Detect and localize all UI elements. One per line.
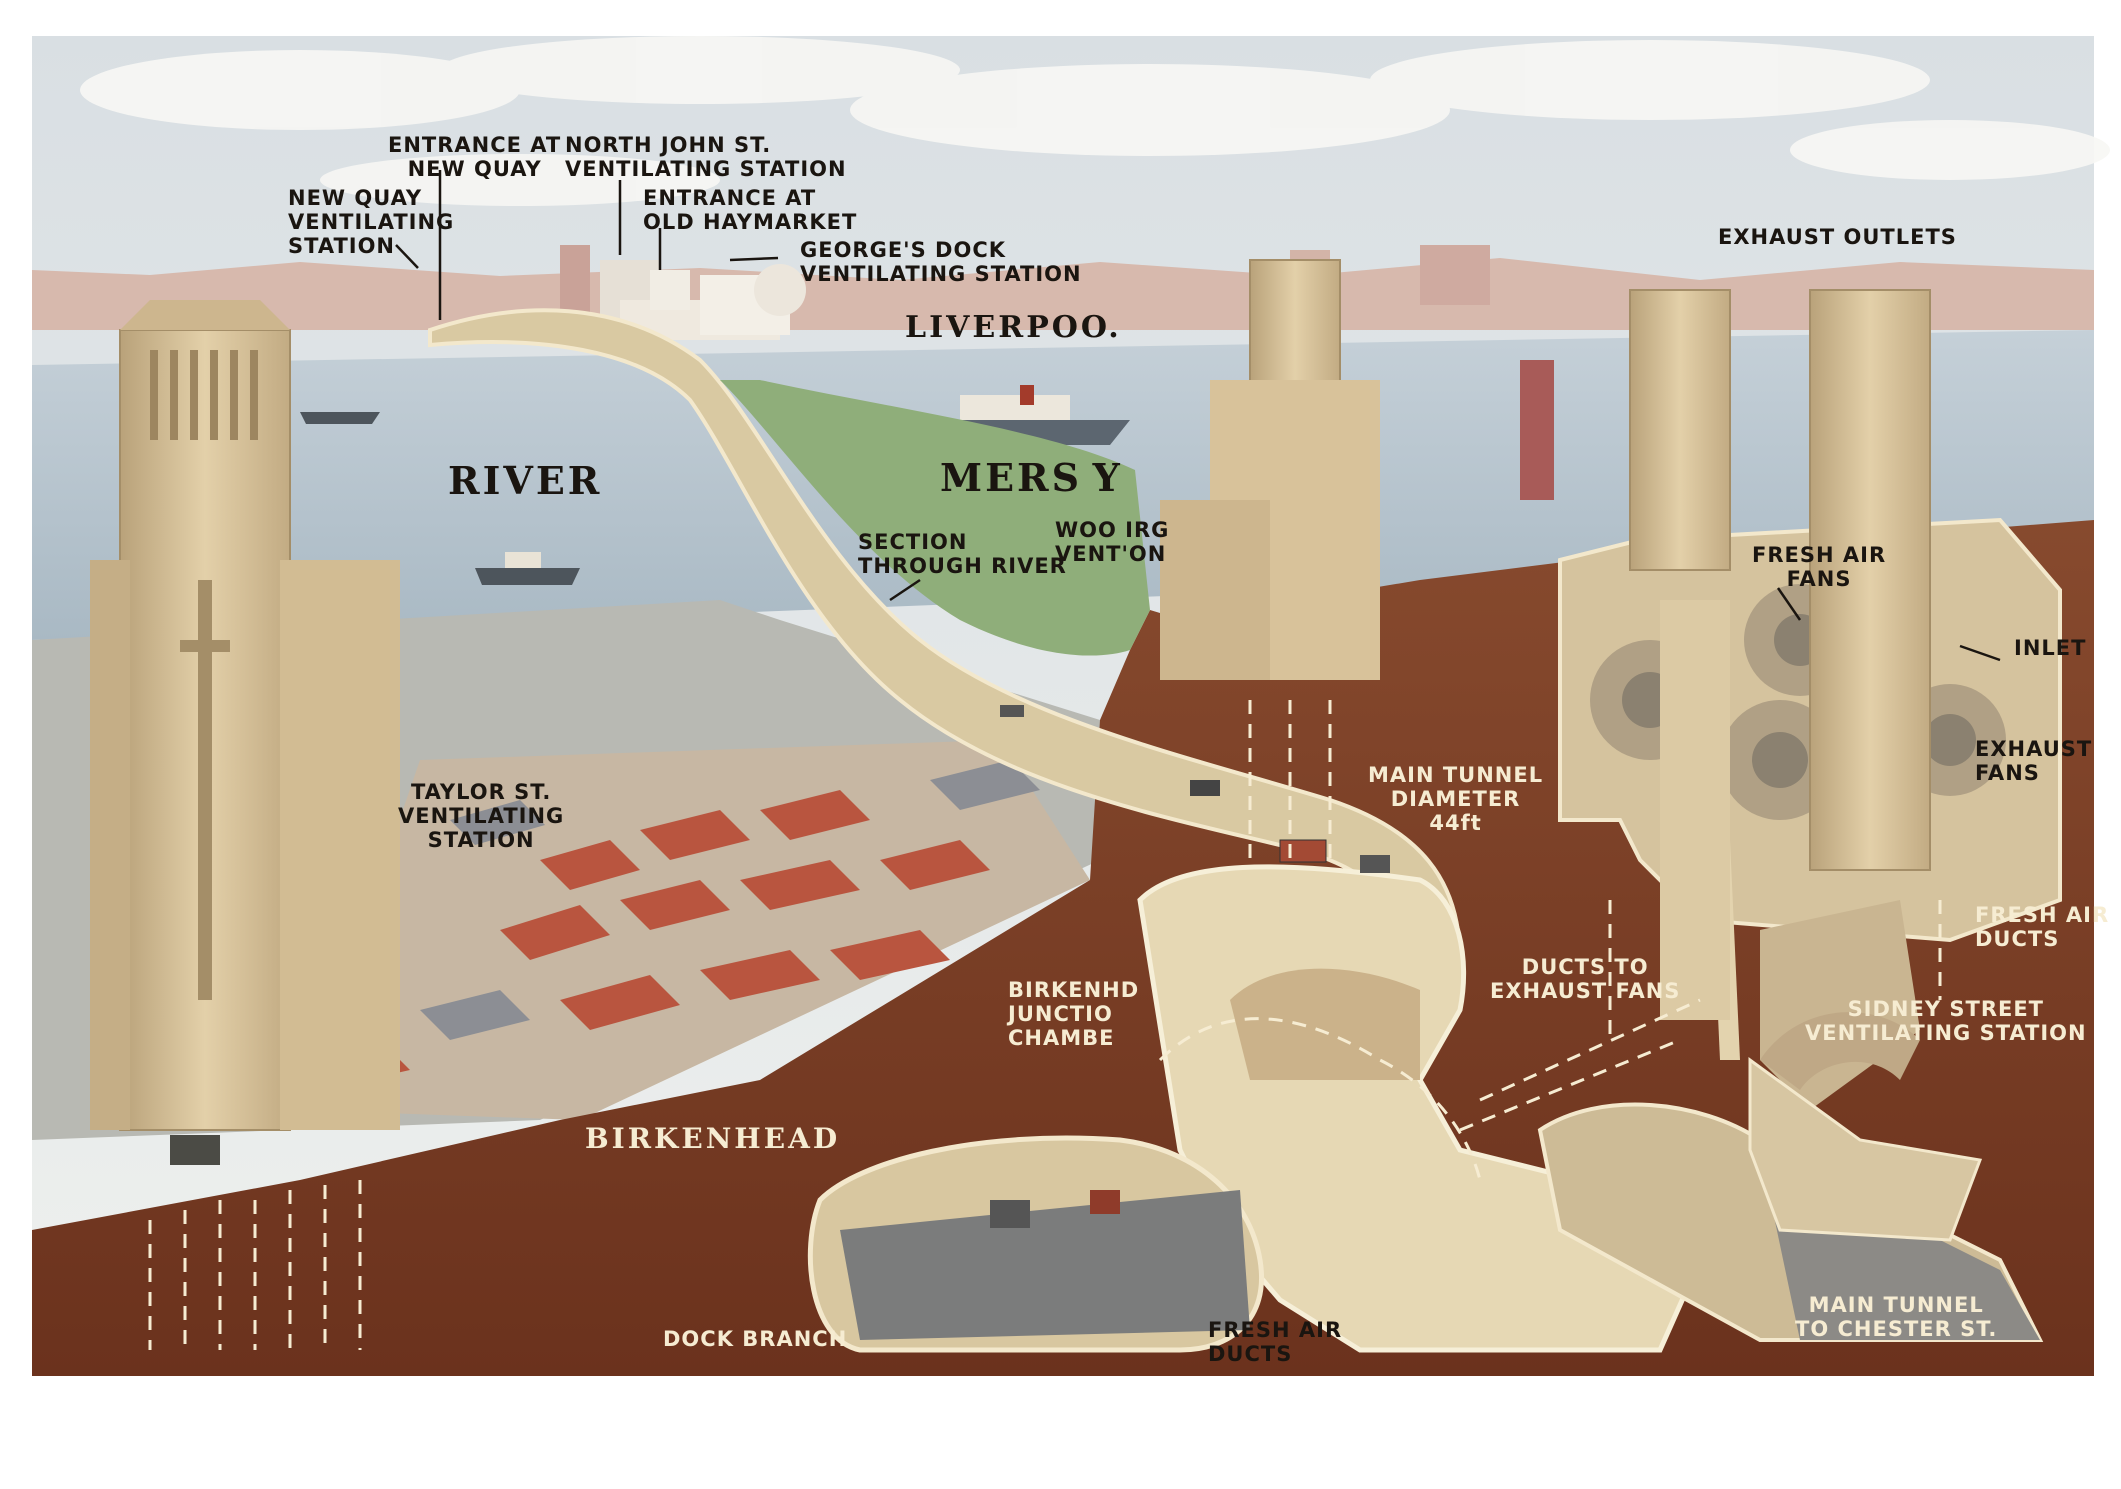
place-name-liverpool: LIVERPOO. — [905, 310, 1122, 345]
label-entrance-old-haymarket: ENTRANCE AT OLD HAYMARKET — [643, 186, 858, 234]
label-main-tunnel-diameter: MAIN TUNNEL DIAMETER 44ft — [1368, 763, 1544, 835]
sidney-st-tower-right — [1809, 289, 1931, 871]
callout-leader-lines — [395, 170, 2001, 662]
label-sidney-street-station: SIDNEY STREET VENTILATING STATION — [1805, 997, 2087, 1045]
tower-vent-slats — [150, 350, 258, 440]
label-inlet: INLET — [2014, 636, 2087, 660]
label-main-tunnel-chester-st: MAIN TUNNEL TO CHESTER ST. — [1795, 1293, 1998, 1341]
label-woodside-station: WOO IRG VENT'ON — [1055, 518, 1170, 566]
place-name-birkenhead: BIRKENHEAD — [585, 1122, 841, 1155]
label-fresh-air-ducts-bottom: FRESH AIR DUCTS — [1208, 1318, 1343, 1366]
place-name-mersey: MERS Y — [940, 455, 1123, 500]
label-georges-dock-station: GEORGE'S DOCK VENTILATING STATION — [800, 238, 1082, 286]
steamship-near — [475, 552, 580, 585]
tunnel-vehicles — [170, 705, 1390, 1228]
place-name-river: RIVER — [448, 458, 603, 503]
label-taylor-st-station: TAYLOR ST. VENTILATING STATION — [398, 780, 565, 852]
river-bed-section — [720, 380, 1150, 656]
label-fresh-air-ducts-right: FRESH AIR DUCTS — [1975, 903, 2110, 951]
label-entrance-new-quay: ENTRANCE AT NEW QUAY — [388, 133, 562, 181]
woodside-tower — [1160, 259, 1554, 680]
label-exhaust-outlets: EXHAUST OUTLETS — [1718, 225, 1957, 249]
label-ducts-to-exhaust-fans: DUCTS TO EXHAUST FANS — [1490, 955, 1681, 1003]
label-fresh-air-fans: FRESH AIR FANS — [1752, 543, 1887, 591]
label-birkenhead-junction-chamber: BIRKENHD JUNCTIO CHAMBE — [1008, 978, 1140, 1050]
air-flow-lines — [148, 700, 1942, 1350]
label-north-john-st-station: NORTH JOHN ST. VENTILATING STATION — [565, 133, 847, 181]
sidney-st-tower-left — [1629, 289, 1731, 1020]
label-dock-branch: DOCK BRANCH — [663, 1327, 848, 1351]
taylor-st-tower — [90, 300, 400, 1131]
label-exhaust-fans: EXHAUST FANS — [1975, 737, 2093, 785]
dock-branch-tunnel — [807, 1135, 1264, 1353]
label-new-quay-ventilating-station: NEW QUAY VENTILATING STATION — [288, 186, 455, 258]
small-boat — [300, 412, 380, 424]
label-section-through-river: SECTION THROUGH RIVER — [858, 530, 1067, 578]
